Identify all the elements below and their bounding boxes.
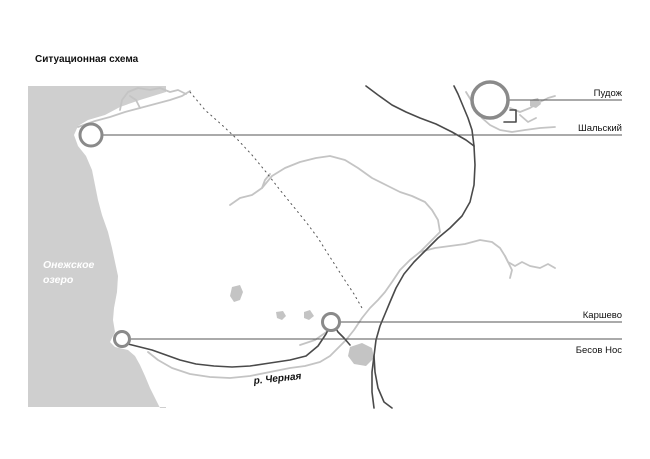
river-upper-west-tributary [261, 173, 271, 189]
small-lake-1 [230, 285, 243, 302]
river-upper-west [229, 155, 441, 233]
river-east-tributary-fork [504, 255, 513, 279]
marker-pudozh[interactable] [470, 80, 510, 120]
lake-label-line1: Онежское [43, 259, 95, 271]
label-pudozh: Пудож [594, 88, 623, 99]
river-label-chernaya: р. Черная [252, 371, 302, 387]
river-east-tributary [419, 239, 556, 269]
road-karshevo [119, 321, 333, 368]
small-lake-2 [276, 311, 286, 320]
marker-shalsky[interactable] [78, 122, 104, 148]
lake-onega [28, 86, 166, 408]
dotted-trail [189, 91, 363, 309]
lake-label-line2: озеро [43, 274, 74, 286]
river-vodla-branch-north [119, 87, 187, 111]
map-title: Ситуационная схема [35, 54, 139, 65]
river-pudozh-loop [519, 114, 537, 123]
small-lake-4 [304, 310, 314, 320]
river-main-south [147, 231, 441, 379]
label-shalsky: Шальский [578, 123, 622, 134]
road-pudozh-north [453, 85, 475, 147]
marker-besov-nos[interactable] [113, 330, 131, 348]
river-vodla-branch-small [129, 95, 141, 109]
marker-karshevo[interactable] [321, 312, 341, 332]
label-karshevo: Каршево [583, 310, 622, 321]
road-north-west [365, 85, 475, 147]
label-besov-nos: Бесов Нос [576, 345, 622, 356]
road-main [373, 145, 476, 409]
small-lake-3 [348, 343, 374, 366]
road-south-stub [371, 355, 375, 409]
road-pudozh-stub [503, 109, 517, 123]
